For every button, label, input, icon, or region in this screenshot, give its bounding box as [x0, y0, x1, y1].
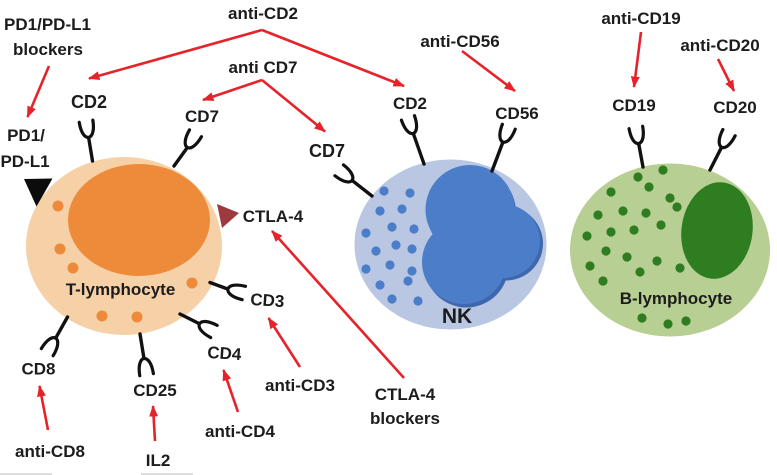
svg-text:CD2: CD2 [71, 92, 107, 112]
svg-text:PD-L1: PD-L1 [0, 152, 49, 171]
svg-text:CD56: CD56 [495, 104, 538, 123]
svg-text:anti-CD3: anti-CD3 [265, 376, 335, 395]
svg-text:B-lymphocyte: B-lymphocyte [620, 289, 732, 308]
svg-text:CD20: CD20 [713, 98, 756, 117]
svg-text:anti-CD19: anti-CD19 [601, 9, 680, 28]
svg-text:PD1/PD-L1: PD1/PD-L1 [4, 15, 91, 34]
svg-text:CD19: CD19 [612, 96, 655, 115]
svg-text:CD3: CD3 [250, 290, 285, 311]
svg-text:IL2: IL2 [146, 451, 171, 470]
svg-text:CD25: CD25 [133, 381, 176, 400]
svg-text:CTLA-4: CTLA-4 [375, 385, 436, 404]
svg-text:PD1/: PD1/ [7, 126, 45, 145]
svg-text:anti-CD56: anti-CD56 [420, 32, 499, 51]
svg-text:blockers: blockers [13, 40, 83, 59]
svg-text:CD8: CD8 [21, 360, 55, 379]
svg-text:blockers: blockers [370, 409, 440, 428]
svg-text:CD4: CD4 [207, 343, 243, 364]
svg-text:NK: NK [442, 305, 472, 328]
svg-text:CTLA-4: CTLA-4 [243, 207, 304, 226]
svg-text:T-lymphocyte: T-lymphocyte [66, 280, 176, 299]
svg-text:anti-CD2: anti-CD2 [228, 4, 298, 23]
svg-text:anti-CD20: anti-CD20 [680, 36, 759, 55]
svg-text:anti-CD4: anti-CD4 [205, 422, 275, 441]
svg-text:CD7: CD7 [185, 107, 219, 126]
svg-text:CD7: CD7 [309, 141, 345, 161]
svg-text:CD2: CD2 [393, 94, 427, 113]
svg-text:anti-CD8: anti-CD8 [15, 442, 85, 461]
svg-text:anti CD7: anti CD7 [229, 58, 298, 77]
